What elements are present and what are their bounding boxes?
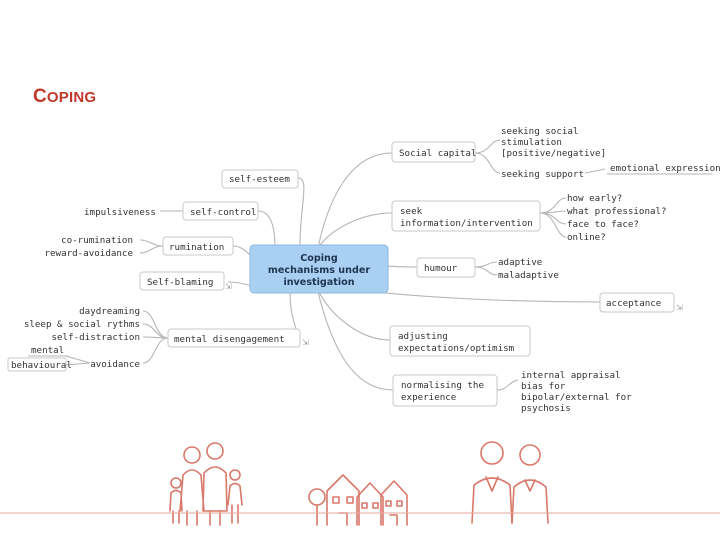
node-self-esteem-label: self-esteem	[229, 174, 290, 185]
humour-child-1: adaptive	[498, 257, 542, 268]
avoidance-sub-mental: mental	[31, 345, 64, 356]
normalising-line-1: normalising the	[401, 380, 484, 391]
node-seek-information[interactable]: seek information/intervention	[391, 200, 541, 232]
normalising-line-2: experience	[401, 392, 456, 403]
self-blaming-link-icon: ⇲	[225, 282, 232, 291]
social-capital-child-3: [positive/negative]	[501, 148, 606, 159]
node-acceptance-box	[599, 292, 675, 313]
node-humour-label: humour	[424, 263, 458, 274]
normalising-child-1: internal appraisal	[521, 370, 621, 381]
mental-disengagement-child-3: self-distraction	[51, 332, 140, 343]
houses-icon	[308, 474, 408, 526]
rumination-child-2: reward-avoidance	[44, 248, 133, 259]
mental-disengagement-child-1: daydreaming	[79, 306, 140, 317]
normalising-child-4: psychosis	[521, 403, 571, 414]
node-acceptance[interactable]: acceptance	[599, 292, 675, 313]
emotional-expression-label: emotional expression	[610, 163, 720, 174]
node-humour[interactable]: humour	[416, 257, 476, 278]
title-rest: OPING	[46, 89, 97, 106]
node-self-control[interactable]: self-control	[182, 201, 259, 221]
slide-title: COPING	[33, 86, 96, 108]
seek-information-child-1: how early?	[567, 193, 622, 204]
social-capital-child-2: stimulation	[501, 137, 562, 148]
node-social-capital-box	[391, 141, 476, 163]
self-control-child-1: impulsiveness	[84, 207, 156, 218]
node-adjusting[interactable]: adjusting expectations/optimism	[389, 325, 531, 357]
node-rumination[interactable]: rumination	[162, 236, 234, 256]
node-social-capital[interactable]: Social capital	[391, 141, 476, 163]
center-line-2: mechanisms under	[268, 265, 370, 276]
center-line-1: Coping	[300, 253, 338, 264]
node-normalising[interactable]: normalising the experience	[392, 374, 498, 407]
node-self-blaming-label: Self-blaming	[147, 277, 213, 288]
node-self-blaming[interactable]: Self-blaming	[139, 271, 225, 291]
center-node[interactable]: Coping mechanisms under investigation	[249, 244, 389, 294]
node-seek-information-box	[391, 200, 541, 232]
normalising-child-2: bias for	[521, 381, 566, 392]
normalising-child-3: bipolar/external for	[521, 392, 632, 403]
node-rumination-label: rumination	[169, 242, 224, 253]
node-adjusting-box	[389, 325, 531, 357]
node-humour-box	[416, 257, 476, 278]
mind-map: Coping mechanisms under investigation So…	[7, 126, 720, 414]
node-self-esteem[interactable]: self-esteem	[221, 169, 299, 189]
seek-information-line-1: seek	[400, 206, 423, 217]
rumination-child-1: co-rumination	[61, 235, 133, 246]
title-initial: C	[33, 86, 47, 107]
node-mental-disengagement-label: mental disengagement	[174, 334, 285, 345]
avoidance-sub-behavioural: behavioural	[11, 360, 72, 371]
node-rumination-box	[162, 236, 234, 256]
humour-child-2: maladaptive	[498, 270, 559, 281]
node-self-blaming-box	[139, 271, 225, 291]
mental-disengagement-child-4: avoidance	[90, 359, 140, 370]
acceptance-link-icon: ⇲	[676, 303, 683, 312]
node-social-capital-label: Social capital	[399, 148, 476, 159]
center-node-box	[249, 244, 389, 294]
social-capital-child-4: seeking support	[501, 169, 584, 180]
node-self-esteem-box	[221, 169, 299, 189]
node-self-control-box	[182, 201, 259, 221]
mental-disengagement-child-2: sleep & social rythms	[24, 319, 140, 330]
mental-disengagement-link-icon: ⇲	[302, 338, 309, 347]
center-line-3: investigation	[283, 277, 354, 288]
adjusting-line-1: adjusting	[398, 331, 448, 342]
professionals-icon	[471, 441, 549, 524]
social-capital-child-1: seeking social	[501, 126, 578, 137]
seek-information-child-2: what professional?	[567, 206, 667, 217]
avoidance-sub-behavioural-box	[7, 357, 67, 372]
node-acceptance-label: acceptance	[606, 298, 661, 309]
node-self-control-label: self-control	[190, 207, 256, 218]
node-mental-disengagement[interactable]: mental disengagement	[167, 328, 301, 348]
node-mental-disengagement-box	[167, 328, 301, 348]
seek-information-child-4: online?	[567, 232, 606, 243]
footer-illustration	[0, 441, 720, 526]
adjusting-line-2: expectations/optimism	[398, 343, 515, 354]
seek-information-child-3: face to face?	[567, 219, 639, 230]
node-normalising-box	[392, 374, 498, 407]
seek-information-line-2: information/intervention	[400, 218, 533, 229]
